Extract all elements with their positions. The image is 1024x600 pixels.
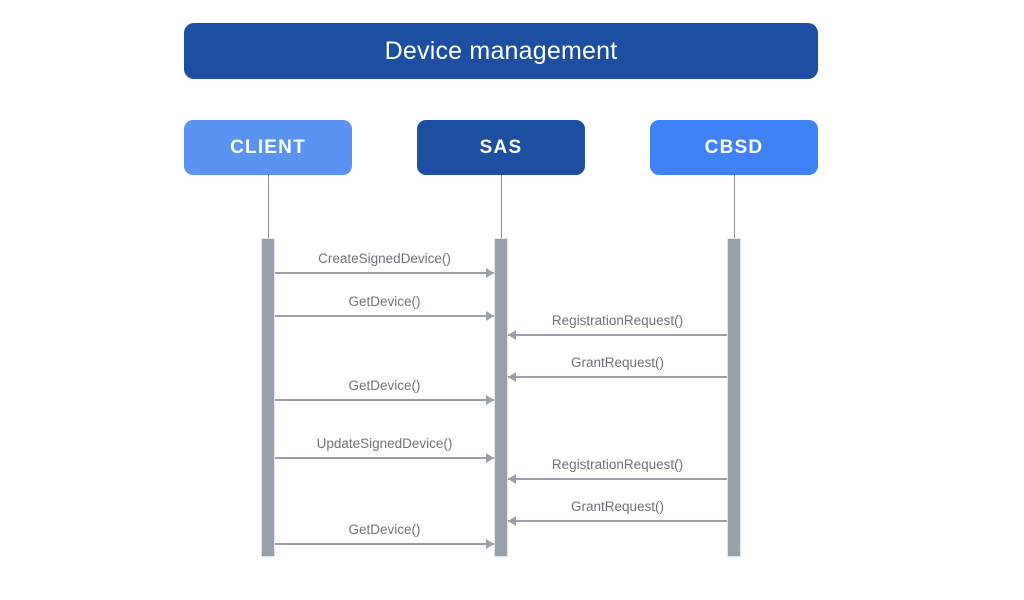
message-line	[275, 399, 494, 401]
participant-box-client[interactable]: CLIENT	[184, 120, 352, 175]
message-label: GetDevice()	[348, 522, 421, 537]
message-label: UpdateSignedDevice()	[316, 436, 453, 451]
arrow-right-icon	[486, 311, 494, 321]
message-line	[275, 315, 494, 317]
arrow-left-icon	[508, 330, 516, 340]
arrow-right-icon	[486, 539, 494, 549]
message-label: RegistrationRequest()	[551, 457, 684, 472]
arrow-left-icon	[508, 516, 516, 526]
message-label: GetDevice()	[348, 378, 421, 393]
participant-box-cbsd[interactable]: CBSD	[650, 120, 818, 175]
arrow-left-icon	[508, 474, 516, 484]
arrow-right-icon	[486, 453, 494, 463]
lifeline-cbsd	[734, 175, 735, 239]
message-line	[275, 457, 494, 459]
page-title: Device management	[384, 36, 618, 65]
message-label: GrantRequest()	[570, 355, 665, 370]
arrow-left-icon	[508, 372, 516, 382]
participant-label-cbsd: CBSD	[704, 137, 764, 158]
lifeline-sas	[501, 175, 502, 239]
message-label: CreateSignedDevice()	[318, 251, 451, 266]
message-line	[508, 520, 727, 522]
message-line	[508, 478, 727, 480]
message-label: GetDevice()	[348, 294, 421, 309]
lifeline-client	[268, 175, 269, 239]
message-line	[508, 376, 727, 378]
message-line	[275, 543, 494, 545]
participant-box-sas[interactable]: SAS	[417, 120, 585, 175]
message-label: GrantRequest()	[570, 499, 665, 514]
activation-bar-client	[261, 238, 275, 557]
message-line	[508, 334, 727, 336]
arrow-right-icon	[486, 395, 494, 405]
participant-label-sas: SAS	[479, 137, 523, 158]
message-line	[275, 272, 494, 274]
message-label: RegistrationRequest()	[551, 313, 684, 328]
activation-bar-cbsd	[727, 238, 741, 557]
diagram-title-banner: Device management	[184, 23, 818, 79]
participant-label-client: CLIENT	[230, 137, 306, 158]
activation-bar-sas	[494, 238, 508, 557]
arrow-right-icon	[486, 268, 494, 278]
